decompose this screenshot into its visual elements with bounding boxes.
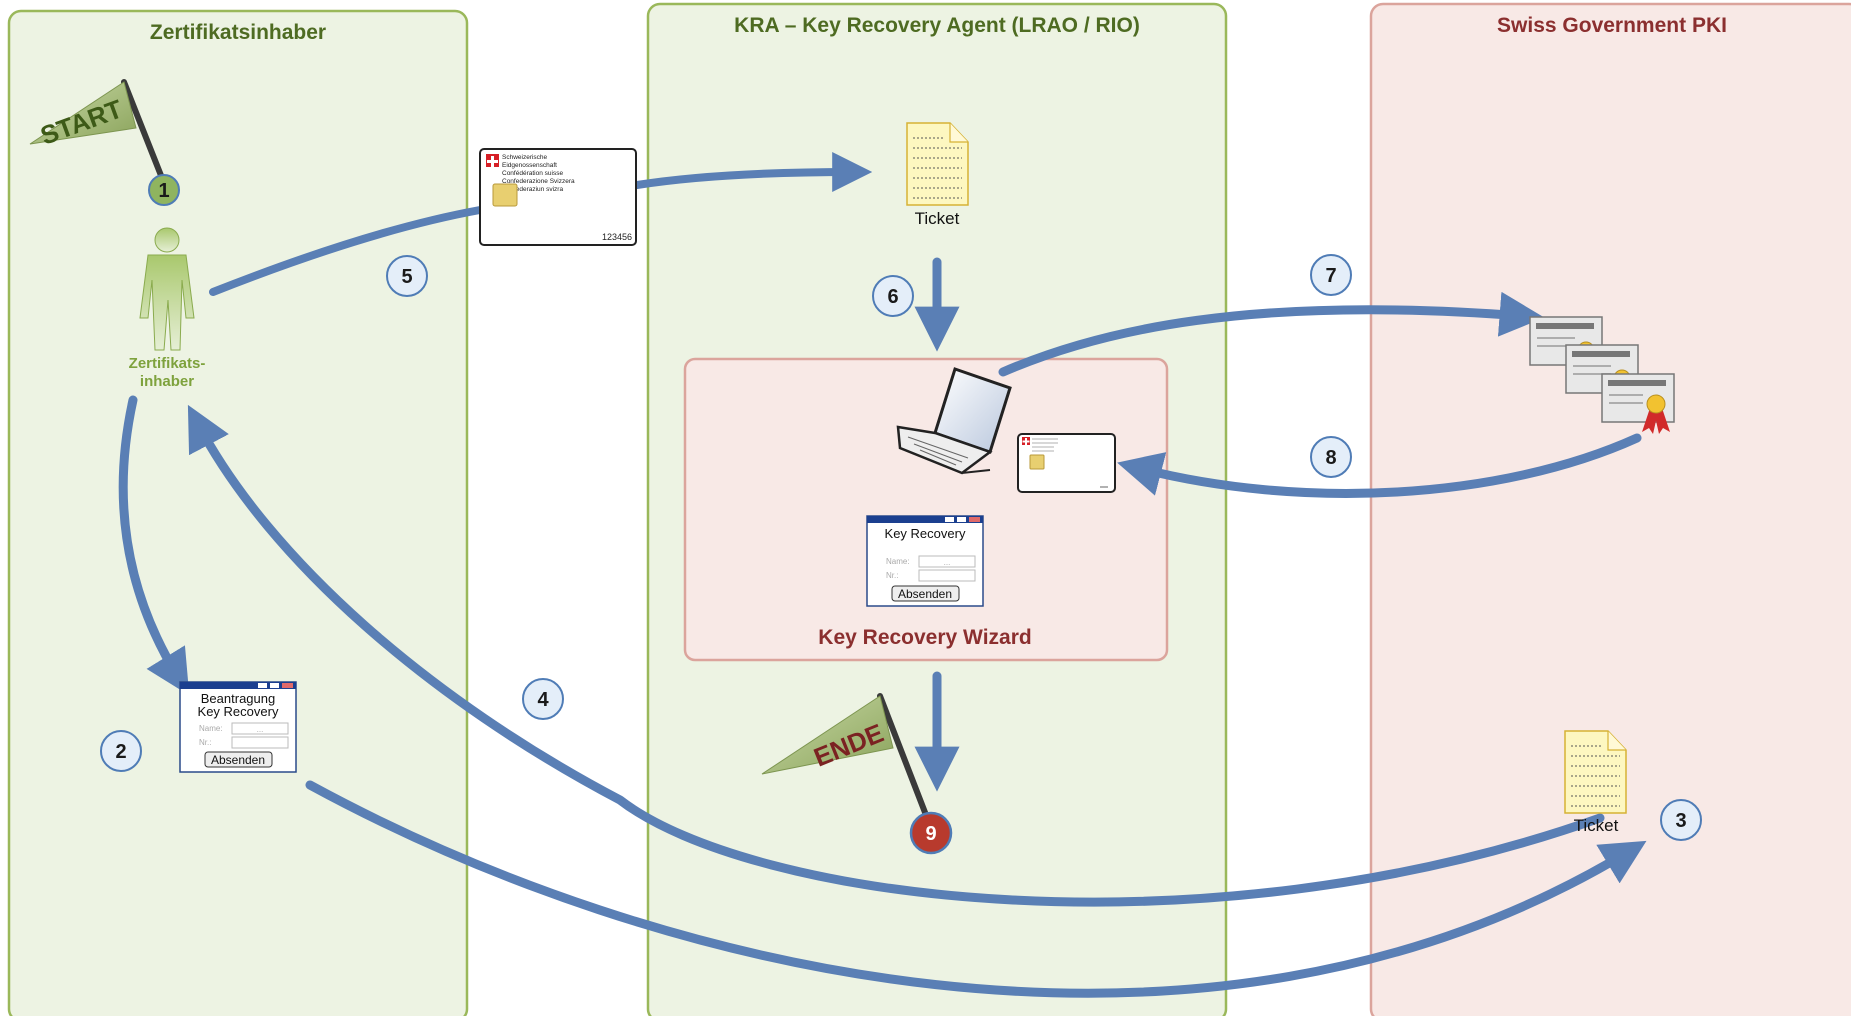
key-recovery-wizard-box: Key Recovery Wizard (683, 357, 1169, 662)
card-line-4: Confederazione Svizzera (502, 178, 575, 185)
wizard-form-submit-label: Absenden (898, 587, 952, 601)
step-9-number: 9 (925, 823, 936, 845)
svg-text:2: 2 (115, 741, 126, 763)
request-form-title-1: Beantragung (201, 691, 275, 706)
request-form-submit-label: Absenden (211, 753, 265, 767)
flow-arrows (118, 152, 1647, 998)
step-3: 3 (1660, 799, 1702, 841)
request-form: Beantragung Key Recovery Name: ... Nr.: … (179, 681, 297, 773)
request-form-title-2: Key Recovery (198, 704, 279, 719)
laptop-icon (896, 367, 1012, 475)
arrow-5-to-ticket (209, 206, 484, 296)
svg-text:3: 3 (1675, 810, 1686, 832)
step-8: 8 (1310, 436, 1352, 478)
arrow-2-to-3 (305, 780, 1647, 998)
request-form-name-field[interactable] (231, 722, 289, 735)
wizard-form-nr-field[interactable] (918, 569, 976, 582)
wizard-form-nr-label: Nr.: (886, 571, 898, 580)
lane-title-holder: Zertifikatsinhaber (150, 21, 326, 44)
lane-pki: Swiss Government PKI (1369, 2, 1851, 1016)
request-form-nr-label: Nr.: (199, 738, 211, 747)
arrow-8 (1117, 433, 1642, 498)
flag-pole (121, 79, 165, 181)
step-5: 5 (386, 255, 428, 297)
arrow-3-to-4 (187, 404, 1605, 907)
chip-icon (492, 183, 518, 207)
ticket-kra-label: Ticket (915, 209, 960, 228)
wizard-form-title: Key Recovery (885, 526, 966, 541)
step-4: 4 (522, 678, 564, 720)
chip-icon-small (1029, 454, 1045, 470)
wizard-form-name-value: ... (944, 558, 951, 567)
svg-text:5: 5 (401, 266, 412, 288)
request-form-name-value: ... (257, 725, 264, 734)
arrow-card-to-ticket (633, 152, 873, 193)
wizard-form-name-label: Name: (886, 557, 910, 566)
person-label-1: Zertifikats- (129, 355, 206, 372)
svg-text:8: 8 (1325, 447, 1336, 469)
step-markers: 2 3 4 5 6 7 8 (100, 254, 1702, 841)
ticket-pki: Ticket (1564, 730, 1627, 835)
card-number: 123456 (602, 232, 632, 242)
wizard-form-submit-button[interactable] (891, 585, 960, 602)
step-2: 2 (100, 730, 142, 772)
end-dot (909, 811, 953, 855)
svg-text:4: 4 (537, 689, 549, 711)
certificates-icon (1529, 316, 1675, 434)
id-card-small (1017, 433, 1116, 493)
svg-text:6: 6 (887, 286, 898, 308)
step-7: 7 (1310, 254, 1352, 296)
step-1-number: 1 (158, 180, 169, 202)
start-dot (148, 174, 180, 206)
card-line-3: Confédération suisse (502, 170, 563, 177)
id-card: Schweizerische Eidgenossenschaft Confédé… (479, 148, 637, 246)
arrow-7 (998, 291, 1545, 377)
ticket-kra: Ticket (906, 122, 969, 228)
request-form-nr-field[interactable] (231, 736, 289, 749)
arrow-1-to-2 (118, 395, 190, 696)
request-form-submit-button[interactable] (204, 751, 273, 768)
step-6: 6 (872, 275, 914, 317)
flag-cloth (29, 81, 137, 145)
ticket-pki-label: Ticket (1574, 816, 1619, 835)
svg-text:7: 7 (1325, 265, 1336, 287)
card-line-2: Eidgenossenschaft (502, 162, 557, 169)
card-line-5: Confederaziun svizra (502, 186, 563, 193)
person-label-2: inhaber (140, 373, 194, 390)
wizard-title: Key Recovery Wizard (818, 626, 1031, 649)
certificate-3 (1601, 373, 1675, 434)
lane-title-kra: KRA – Key Recovery Agent (LRAO / RIO) (734, 14, 1140, 37)
lane-title-pki: Swiss Government PKI (1497, 14, 1727, 37)
person-icon: Zertifikats- inhaber (129, 227, 206, 390)
wizard-form: Key Recovery Name: ... Nr.: Absenden (866, 515, 984, 607)
lane-zertifikatsinhaber: Zertifikatsinhaber (7, 9, 469, 1016)
end-flag-pole (877, 693, 929, 818)
wizard-form-name-field[interactable] (918, 555, 976, 568)
card-line-1: Schweizerische (502, 154, 548, 161)
end-flag-cloth (761, 695, 894, 775)
request-form-name-label: Name: (199, 724, 223, 733)
